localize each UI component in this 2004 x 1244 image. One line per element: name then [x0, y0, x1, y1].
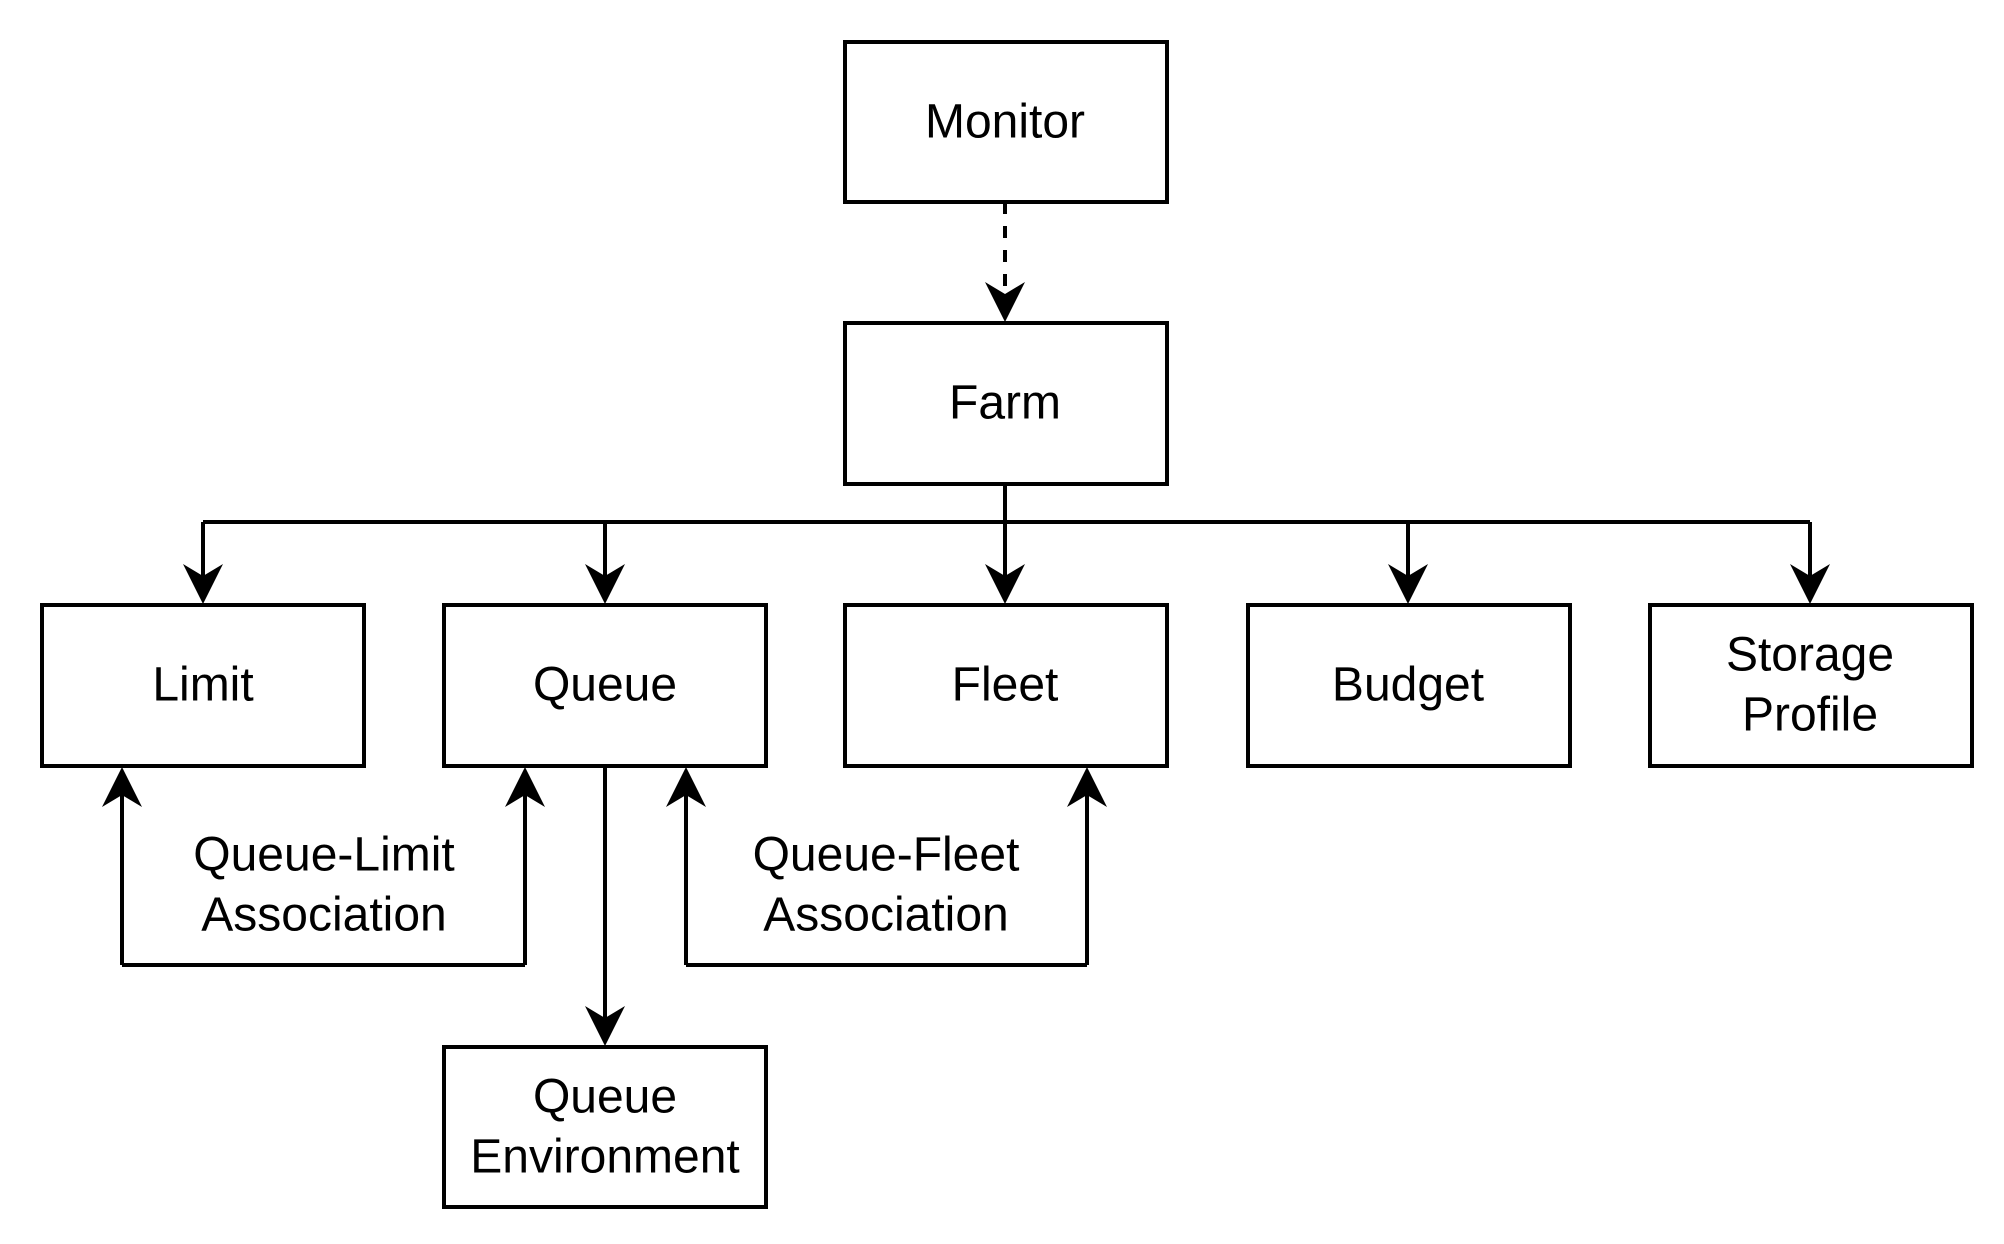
- node-fleet-box: [843, 603, 1169, 768]
- node-farm: Farm: [843, 321, 1169, 486]
- node-queue-box: [442, 603, 768, 768]
- node-fleet: Fleet: [843, 603, 1169, 768]
- node-queue-environment-label-line2: Environment: [470, 1131, 739, 1184]
- node-monitor-label: Monitor: [925, 96, 1085, 149]
- node-farm-label: Farm: [949, 377, 1061, 430]
- edge-label-queue-limit-line1: Queue-Limit: [193, 829, 454, 882]
- node-budget-label: Budget: [1332, 659, 1484, 712]
- node-fleet-label: Fleet: [952, 659, 1059, 712]
- node-queue-environment-label-line1: Queue: [533, 1071, 677, 1124]
- node-storage-profile-label-line1: Storage: [1726, 629, 1894, 682]
- node-limit-box: [40, 603, 366, 768]
- node-limit: Limit: [40, 603, 366, 768]
- edge-label-queue-fleet-line2: Association: [763, 889, 1008, 942]
- edge-label-queue-fleet-line1: Queue-Fleet: [753, 829, 1020, 882]
- node-limit-label: Limit: [152, 659, 253, 712]
- node-queue-environment-box: [442, 1045, 768, 1209]
- node-budget-box: [1246, 603, 1572, 768]
- node-farm-box: [843, 321, 1169, 486]
- node-queue: Queue: [442, 603, 768, 768]
- node-queue-environment: Queue Environment: [442, 1045, 768, 1209]
- node-storage-profile: Storage Profile: [1648, 603, 1974, 768]
- edge-label-queue-limit-association: Queue-Limit Association: [193, 829, 454, 942]
- node-monitor: Monitor: [843, 40, 1169, 204]
- node-budget: Budget: [1246, 603, 1572, 768]
- node-monitor-box: [843, 40, 1169, 204]
- node-queue-label: Queue: [533, 659, 677, 712]
- edge-label-queue-limit-line2: Association: [201, 889, 446, 942]
- node-storage-profile-label-line2: Profile: [1742, 689, 1878, 742]
- node-storage-profile-box: [1648, 603, 1974, 768]
- edges: [102, 202, 1830, 1046]
- edge-label-queue-fleet-association: Queue-Fleet Association: [753, 829, 1020, 942]
